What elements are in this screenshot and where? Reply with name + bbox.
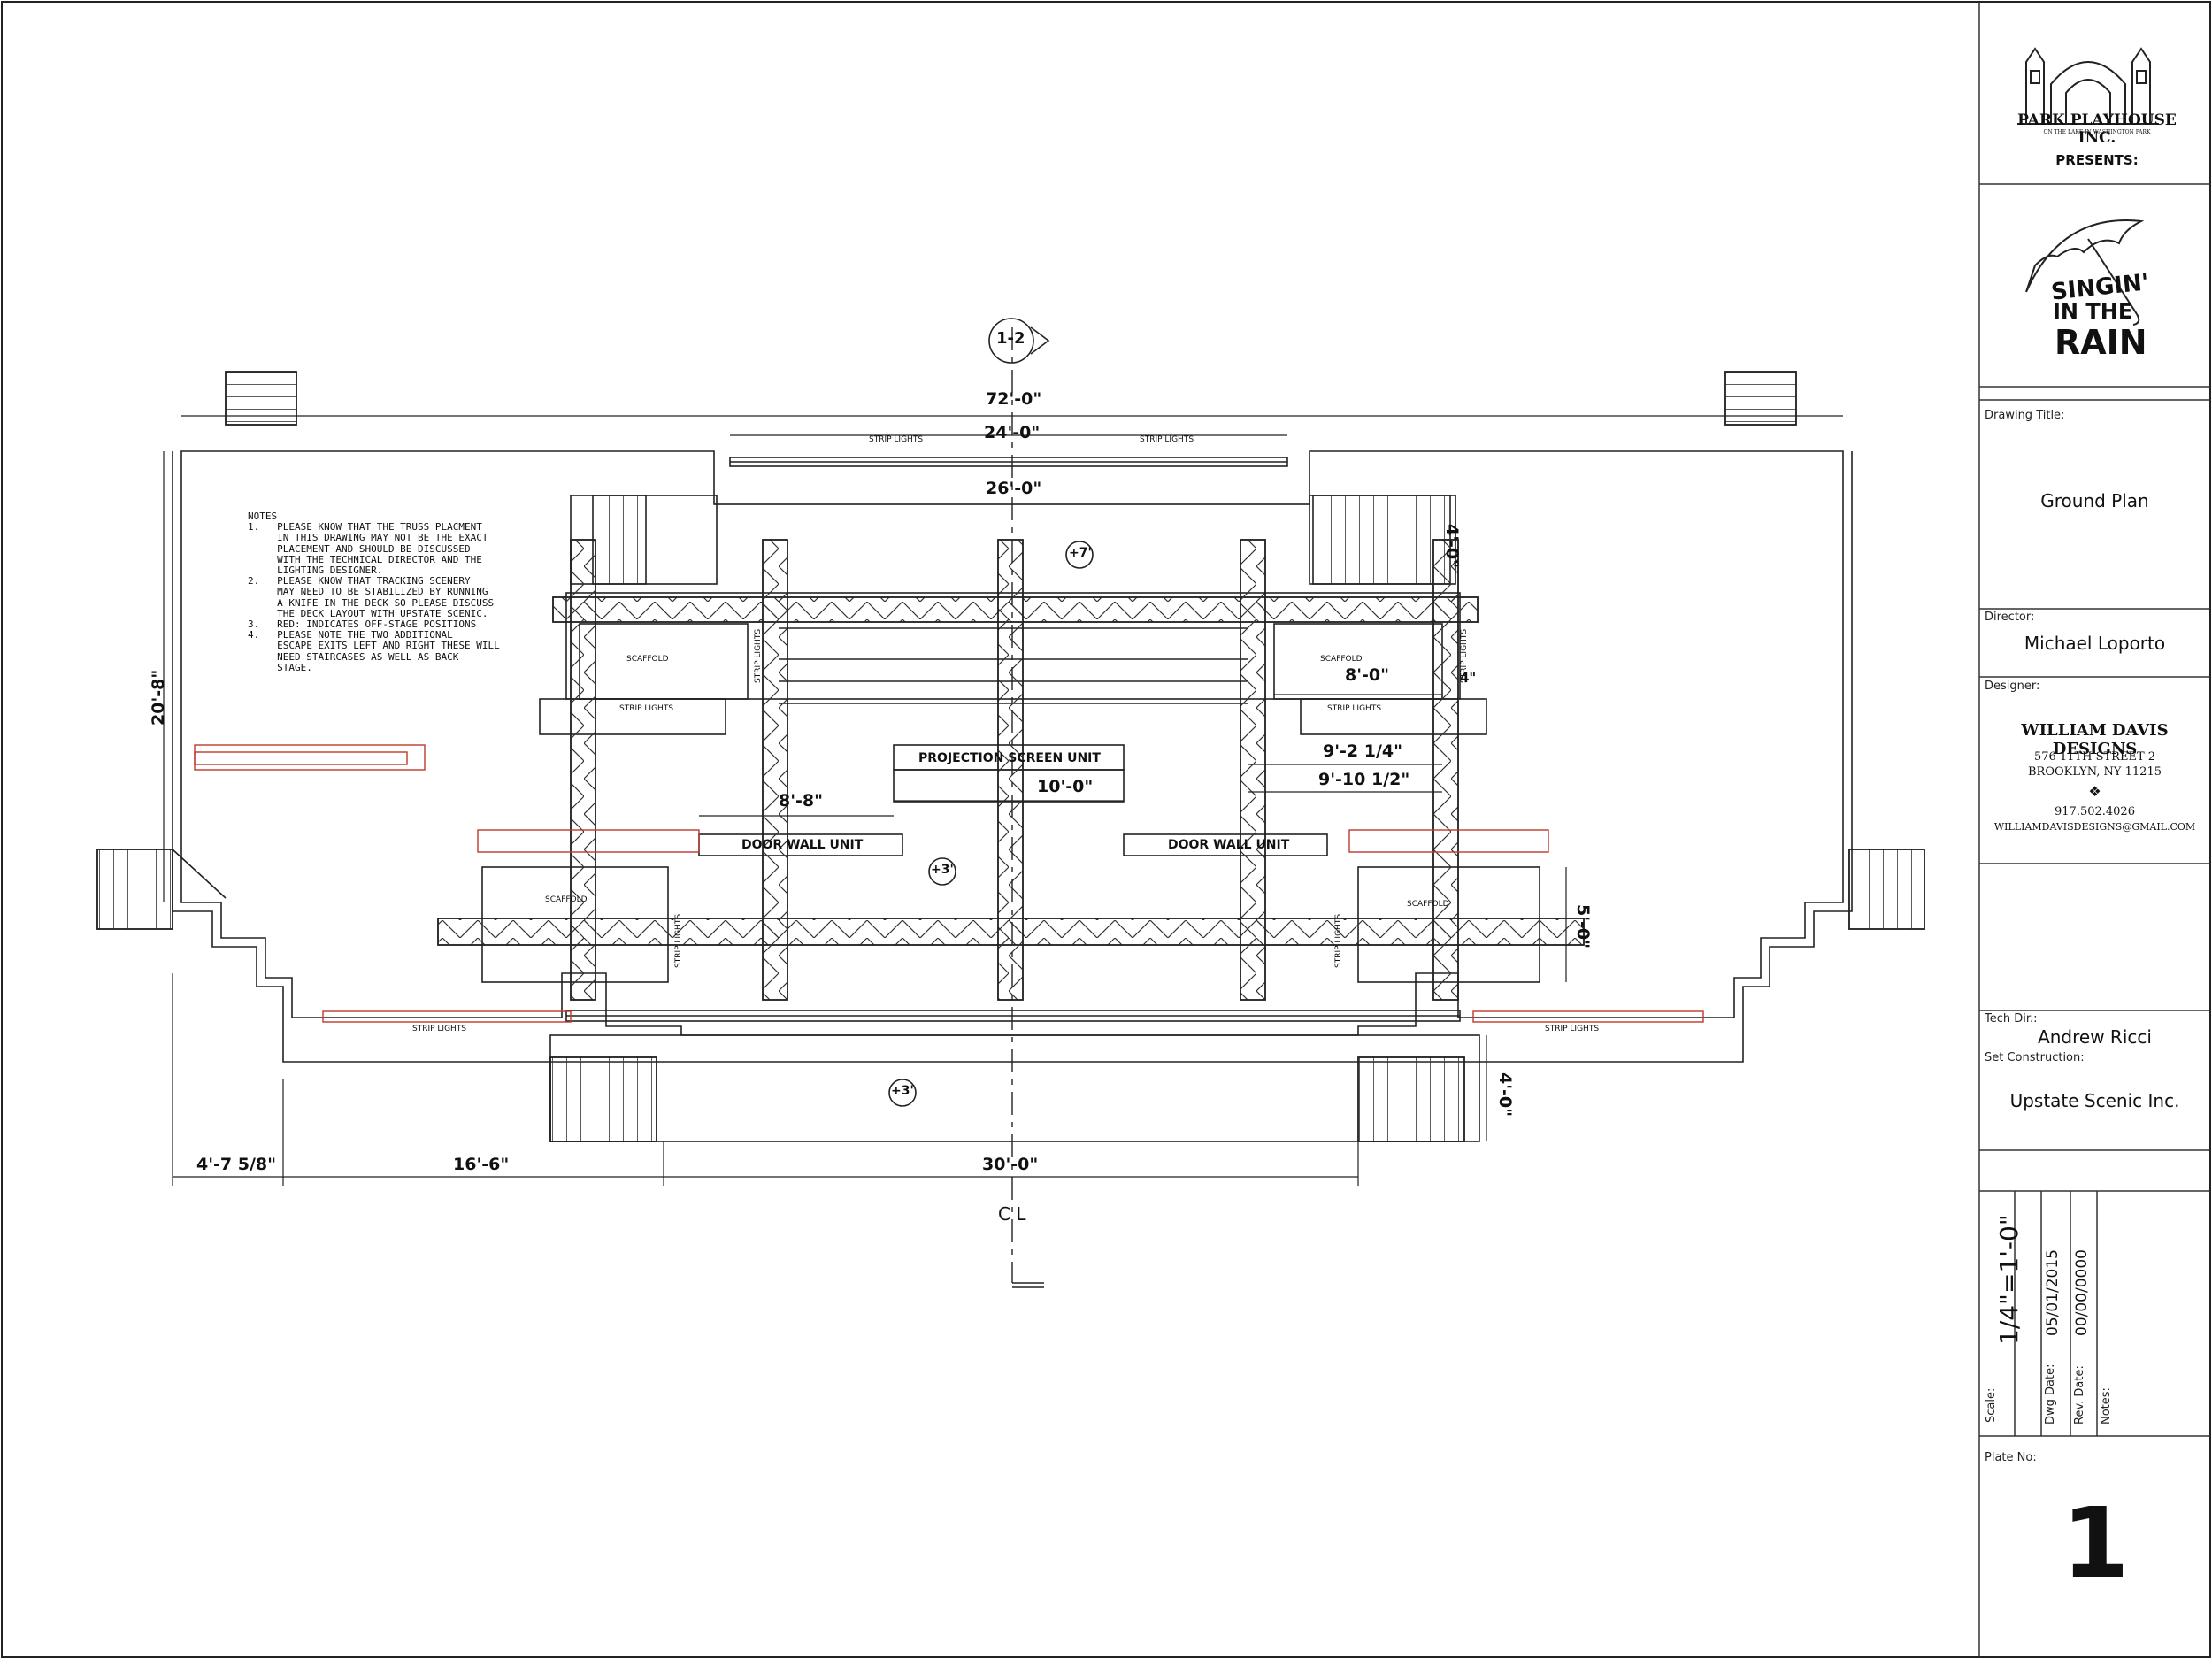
- show-title-line2: IN THE: [2053, 299, 2133, 324]
- company-tagline: ON THE LAKE IN WASHINGTON PARK: [2043, 129, 2151, 135]
- strip-lights-vertical-4: STRIP LIGHTS: [1334, 913, 1343, 968]
- dim-4-7-5-8: 4'-7 5/8": [196, 1155, 277, 1174]
- elevation-plus3-a: +3': [931, 863, 954, 877]
- show-title-line3: RAIN: [2055, 323, 2147, 362]
- director-name: Michael Loporto: [2024, 633, 2166, 654]
- scaffold-label-1: SCAFFOLD: [626, 655, 669, 664]
- designer-diamond-icon: ❖: [2088, 783, 2101, 800]
- plate-label: Plate No:: [1985, 1451, 2037, 1464]
- dwg-date-label: Dwg Date:: [2044, 1363, 2057, 1425]
- designer-firm: WILLIAM DAVIS DESIGNS: [2021, 721, 2169, 758]
- note-line-3: PLACEMENT AND SHOULD BE DISCUSSED: [248, 542, 471, 555]
- notes-title: NOTES: [248, 511, 278, 522]
- dim-overall-width: 72'-0": [986, 389, 1042, 409]
- note-line-2: IN THIS DRAWING MAY NOT BE THE EXACT: [248, 532, 488, 544]
- notes-block: NOTES 1. PLEASE KNOW THAT THE TRUSS PLAC…: [248, 511, 500, 673]
- rev-date-value: 00/00/0000: [2073, 1249, 2091, 1336]
- dim-26: 26'-0": [986, 479, 1042, 498]
- offstage-units: [194, 744, 1704, 1023]
- stage-outline: [180, 450, 1844, 1036]
- note-line-10: 3. RED: INDICATES OFF-STAGE POSITIONS: [248, 618, 477, 631]
- note-line-6: 2. PLEASE KNOW THAT TRACKING SCENERY: [248, 575, 471, 588]
- strip-lights-vertical-3: STRIP LIGHTS: [674, 913, 683, 968]
- note-line-11: 4. PLEASE NOTE THE TWO ADDITIONAL: [248, 629, 453, 641]
- plate-number: 1: [2062, 1486, 2130, 1600]
- strip-lights-label-4: STRIP LIGHTS: [1327, 704, 1382, 713]
- tech-dir-label: Tech Dir.:: [1985, 1012, 2038, 1025]
- park-playhouse-logo-icon: [2017, 47, 2159, 125]
- scaffold-label-3: SCAFFOLD: [545, 895, 588, 904]
- dim-9-10: 9'-10 1/2": [1318, 770, 1410, 789]
- designer-label: Designer:: [1985, 680, 2040, 693]
- title-block-frame: [1978, 2, 2210, 1657]
- projection-screen-label: PROJECTION SCREEN UNIT: [918, 751, 1101, 765]
- dim-8-0: 8'-0": [1345, 665, 1390, 685]
- elevation-plus7: +7': [1069, 546, 1092, 560]
- notes-label: Notes:: [2100, 1387, 2113, 1425]
- set-construction-name: Upstate Scenic Inc.: [2009, 1090, 2180, 1111]
- tech-dir-name: Andrew Ricci: [2038, 1026, 2152, 1048]
- dim-4-bottom: 4'-0": [1495, 1072, 1515, 1118]
- designer-address1: 576 11TH STREET 2: [2033, 750, 2156, 764]
- dim-8-8: 8'-8": [779, 791, 824, 810]
- strip-lights-label-1: STRIP LIGHTS: [869, 435, 924, 444]
- dim-24: 24'-0": [984, 423, 1041, 442]
- note-line-5: LIGHTING DESIGNER.: [248, 565, 383, 577]
- note-line-9: THE DECK LAYOUT WITH UPSTATE SCENIC.: [248, 607, 488, 619]
- note-line-12: ESCAPE EXITS LEFT AND RIGHT THESE WILL: [248, 640, 500, 652]
- strip-lights-vertical-1: STRIP LIGHTS: [754, 628, 763, 683]
- elevation-plus3-b: +3': [891, 1084, 914, 1098]
- door-wall-label-1: DOOR WALL UNIT: [741, 838, 864, 852]
- section-marker-label: 1-2: [996, 329, 1025, 348]
- dim-4-small: 4": [1460, 670, 1477, 686]
- note-line-14: STAGE.: [248, 661, 312, 673]
- strip-lights-vertical-2: STRIP LIGHTS: [1460, 628, 1469, 683]
- strip-lights-label-6: STRIP LIGHTS: [1545, 1025, 1600, 1033]
- dim-5-0: 5'-0": [1573, 904, 1593, 949]
- drawing-title: Ground Plan: [2040, 490, 2149, 511]
- designer-email: WILLIAMDAVISDESIGNS@GMAIL.COM: [1993, 821, 2196, 833]
- note-line-7: MAY NEED TO BE STABILIZED BY RUNNING: [248, 586, 488, 598]
- note-line-4: WITH THE TECHNICAL DIRECTOR AND THE: [248, 553, 482, 565]
- company-name: PARK PLAYHOUSE INC.: [2017, 111, 2177, 147]
- scale-value: 1/4"=1'-0": [1994, 1214, 2024, 1345]
- scale-label: Scale:: [1985, 1387, 1998, 1423]
- strip-lights-label-3: STRIP LIGHTS: [619, 704, 674, 713]
- dim-9-2: 9'-2 1/4": [1323, 741, 1403, 761]
- note-line-13: NEED STAIRCASES AS WELL AS BACK: [248, 650, 459, 663]
- ground-plan-drawing: [96, 318, 1925, 1288]
- scaffold-label-2: SCAFFOLD: [1320, 655, 1363, 664]
- rev-date-label: Rev. Date:: [2073, 1365, 2086, 1425]
- door-wall-label-2: DOOR WALL UNIT: [1168, 838, 1290, 852]
- strip-lights-label-5: STRIP LIGHTS: [412, 1025, 467, 1033]
- dim-4-top: 4'-0": [1442, 524, 1462, 569]
- centerline-symbol: C L: [998, 1203, 1026, 1225]
- dim-30-0: 30'-0": [982, 1155, 1039, 1174]
- dim-10-0: 10'-0": [1037, 777, 1094, 796]
- dimension-lines: [163, 415, 1843, 1186]
- set-construction-label: Set Construction:: [1985, 1051, 2085, 1064]
- umbrella-icon: [2025, 219, 2145, 326]
- dim-20-8: 20'-8": [149, 669, 168, 726]
- dim-16-6: 16'-6": [453, 1155, 510, 1174]
- strip-lights-label-2: STRIP LIGHTS: [1140, 435, 1194, 444]
- scaffold-label-4: SCAFFOLD: [1407, 900, 1449, 909]
- director-label: Director:: [1985, 611, 2035, 624]
- note-line-1: 1. PLEASE KNOW THAT THE TRUSS PLACMENT: [248, 521, 482, 534]
- note-line-8: A KNIFE IN THE DECK SO PLEASE DISCUSS: [248, 596, 495, 609]
- dwg-date-value: 05/01/2015: [2044, 1249, 2062, 1336]
- designer-phone: 917.502.4026: [2055, 805, 2135, 818]
- drawing-title-label: Drawing Title:: [1985, 409, 2065, 422]
- designer-address2: BROOKLYN, NY 11215: [2027, 765, 2162, 779]
- presents-label: PRESENTS:: [2055, 152, 2139, 168]
